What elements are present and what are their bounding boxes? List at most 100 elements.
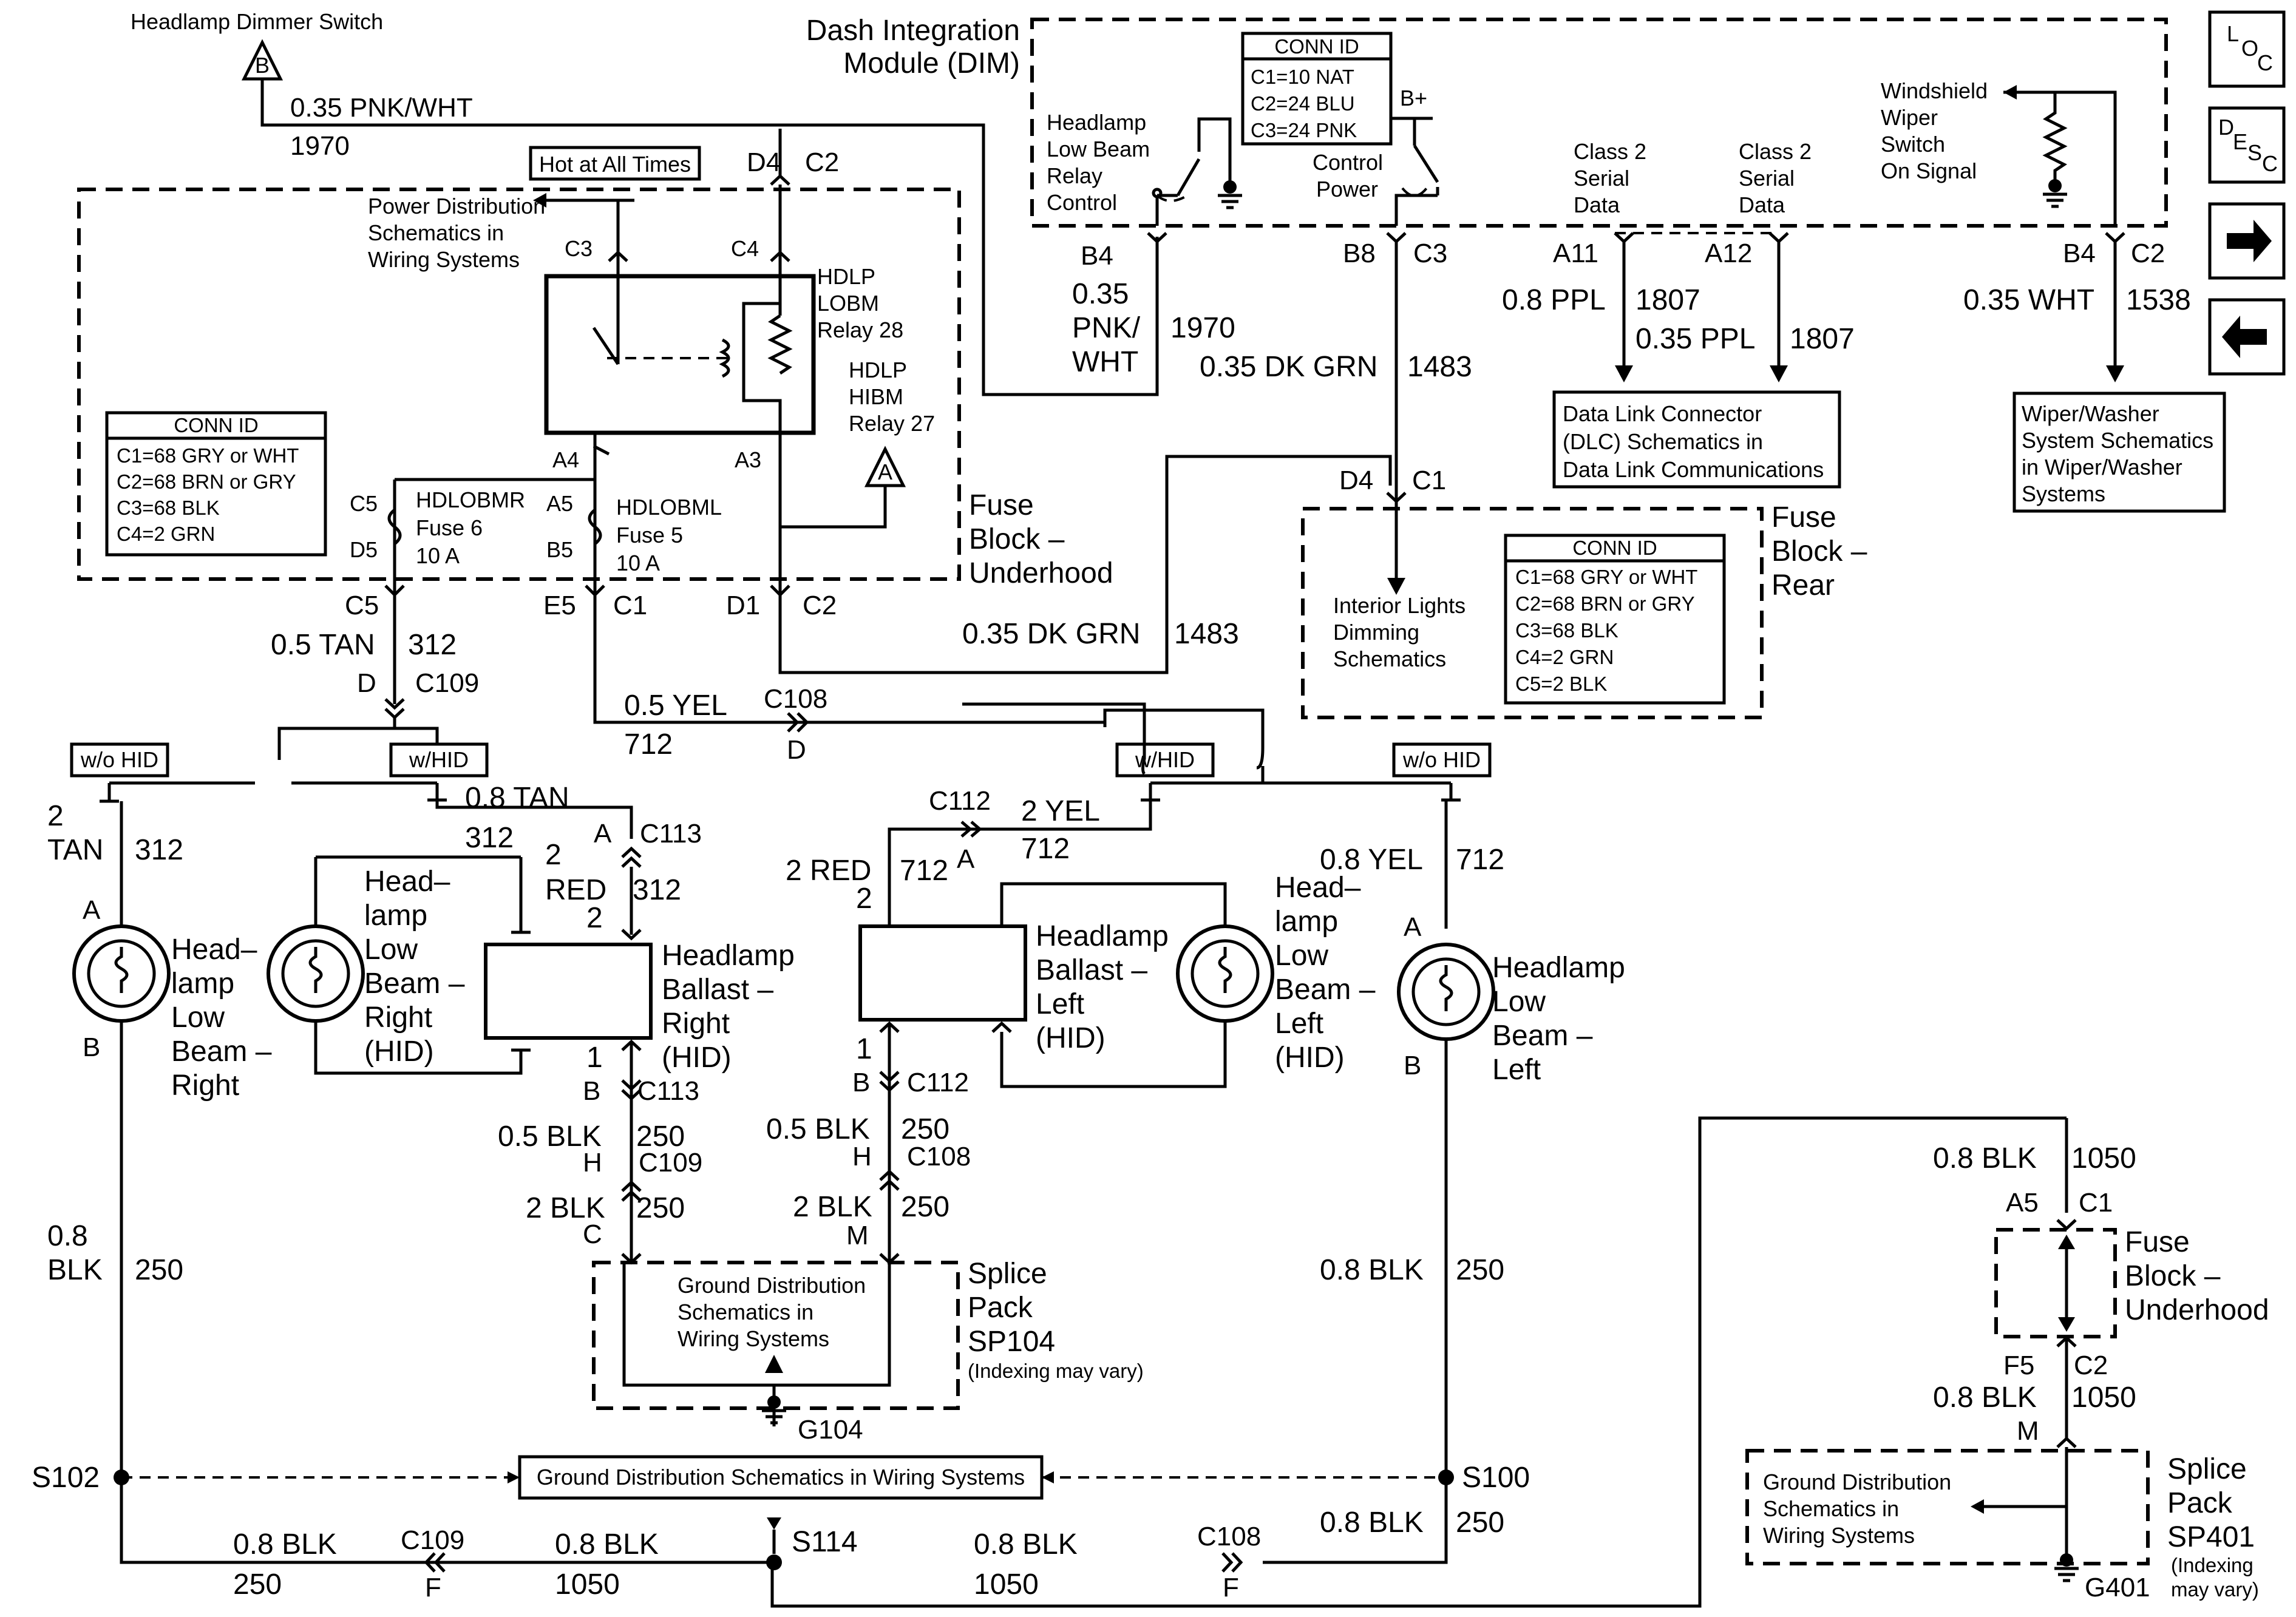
ground-distribution-ref-box (518, 1455, 1044, 1500)
pin-label: C112 (907, 1068, 969, 1097)
ref-label: Interior Lights (1333, 593, 1466, 618)
pin-label: C109 (415, 668, 479, 698)
loc-button[interactable]: L O C (2208, 10, 2286, 88)
wire-label: 1807 (1635, 284, 1700, 316)
dim-label: Class 2 (1739, 139, 1812, 164)
wire (314, 855, 531, 1075)
wire-label: 1970 (1170, 312, 1235, 344)
component-label: Left (1492, 1054, 1541, 1086)
dim-title: Dash Integration (806, 15, 1020, 47)
wiper-ref-box (2012, 392, 2226, 513)
component-label: Headlamp (1492, 952, 1625, 984)
wo-hid-tag-right (1392, 742, 1492, 778)
connector-mark (960, 821, 982, 838)
wire-label: 1538 (2126, 284, 2191, 316)
splice-s114 (766, 1554, 782, 1570)
pin-label: C112 (929, 786, 991, 816)
wire-label: 2 YEL (1021, 795, 1100, 827)
fuse-block-underhood-box (77, 188, 961, 581)
pin-label: A4 (552, 447, 579, 472)
wire-label: 0.8 BLK (1933, 1381, 2037, 1414)
conn-id-row: C1=10 NAT (1251, 66, 1354, 88)
arrow (2003, 85, 2017, 100)
pin-label: C2 (803, 591, 837, 620)
desc-button[interactable]: D E S C (2208, 106, 2286, 184)
component-label: Right (662, 1008, 730, 1040)
wire-label: 2 RED (786, 855, 871, 887)
wire-label: 0.35 DK GRN (962, 618, 1140, 650)
connector-mark (1221, 1552, 1243, 1573)
pin-label: B4 (1081, 241, 1113, 271)
wire-label: 250 (636, 1120, 685, 1153)
previous-page-button[interactable] (2208, 298, 2286, 376)
dim-conn-id-table (1241, 32, 1393, 146)
wire-label: 1050 (974, 1568, 1039, 1601)
wire (427, 783, 633, 839)
fbr-label: Rear (1771, 569, 1835, 602)
ref-label: Schematics in (1763, 1496, 1899, 1521)
fbu2-label: Block – (2125, 1260, 2221, 1292)
component-label: Ballast – (662, 974, 773, 1006)
component-label: Beam – (1492, 1020, 1593, 1052)
sp401-label: Splice (2167, 1453, 2247, 1485)
fbu-label: Underhood (969, 557, 1113, 589)
ground-dot (2060, 1553, 2073, 1567)
ref-label: Data Link Communications (1563, 457, 1824, 482)
component-label: Left (1036, 988, 1084, 1020)
pin-label: B4 (2063, 239, 2096, 268)
dim-label: Low Beam (1047, 137, 1150, 161)
component-label: Low (1492, 986, 1546, 1018)
wire-label: 0.5 BLK (766, 1113, 870, 1145)
component-label: Headlamp (662, 940, 795, 972)
pin-label: A3 (735, 447, 761, 472)
desc-button-frame[interactable] (2208, 106, 2286, 184)
pin-label: C3 (565, 236, 593, 261)
splice-label: S102 (32, 1462, 100, 1494)
next-page-button[interactable] (2208, 202, 2286, 280)
pin-label: C108 (1197, 1522, 1261, 1551)
ground-icon (2054, 1567, 2079, 1582)
wire-label: 1050 (555, 1568, 620, 1601)
headlamp-low-beam-right-bulb (72, 924, 171, 1023)
wire (2056, 1338, 2077, 1448)
wire-label: 312 (633, 874, 681, 906)
connector-mark (608, 250, 790, 262)
connector-mark (621, 846, 642, 868)
connector-mark (879, 1071, 900, 1093)
fuse6-symbol (387, 509, 402, 545)
wire-label: 312 (408, 629, 457, 661)
splice-label: S114 (792, 1526, 858, 1558)
loc-button-frame[interactable] (2208, 10, 2286, 88)
connector-mark (879, 1021, 1012, 1033)
component-label: Low (171, 1002, 225, 1034)
arrow (767, 1517, 781, 1530)
wire-label: 250 (135, 1254, 183, 1286)
wire-label: 0.35 PPL (1635, 323, 1755, 355)
wire-label: 250 (1456, 1254, 1504, 1286)
connector-mark (424, 1552, 446, 1573)
ref-label: in Wiper/Washer (2022, 455, 2182, 480)
pin-label: C113 (640, 819, 702, 849)
fbr-conn-id-table (1504, 534, 1726, 705)
pin-label: D (787, 735, 806, 765)
pin-label: M (2017, 1416, 2039, 1446)
wire-label: 1970 (290, 131, 350, 161)
wire-label: 0.8 BLK (1320, 1507, 1424, 1539)
fuse-label: HDLOBML (616, 495, 722, 520)
pds-label: Schematics in (368, 220, 504, 245)
wire-label: 0.8 TAN (465, 782, 569, 814)
wire (511, 857, 531, 934)
pin-label: F (425, 1573, 441, 1602)
pin-label: A11 (1553, 239, 1598, 268)
dimmer-switch-label: Headlamp Dimmer Switch (131, 9, 383, 34)
wire-label: 712 (1456, 844, 1504, 876)
dim-label: B+ (1400, 86, 1427, 110)
fuse-label: Fuse 5 (616, 523, 683, 547)
wire-label: 312 (135, 834, 183, 866)
splice-pack-sp401-box (1745, 1449, 2150, 1565)
relay-internal (592, 276, 782, 433)
pin-label: D1 (726, 591, 760, 620)
dim-ctrl-switch (1390, 117, 1439, 226)
wiper-signal (2003, 90, 2117, 226)
wire-label: 0.8 BLK (555, 1528, 659, 1561)
